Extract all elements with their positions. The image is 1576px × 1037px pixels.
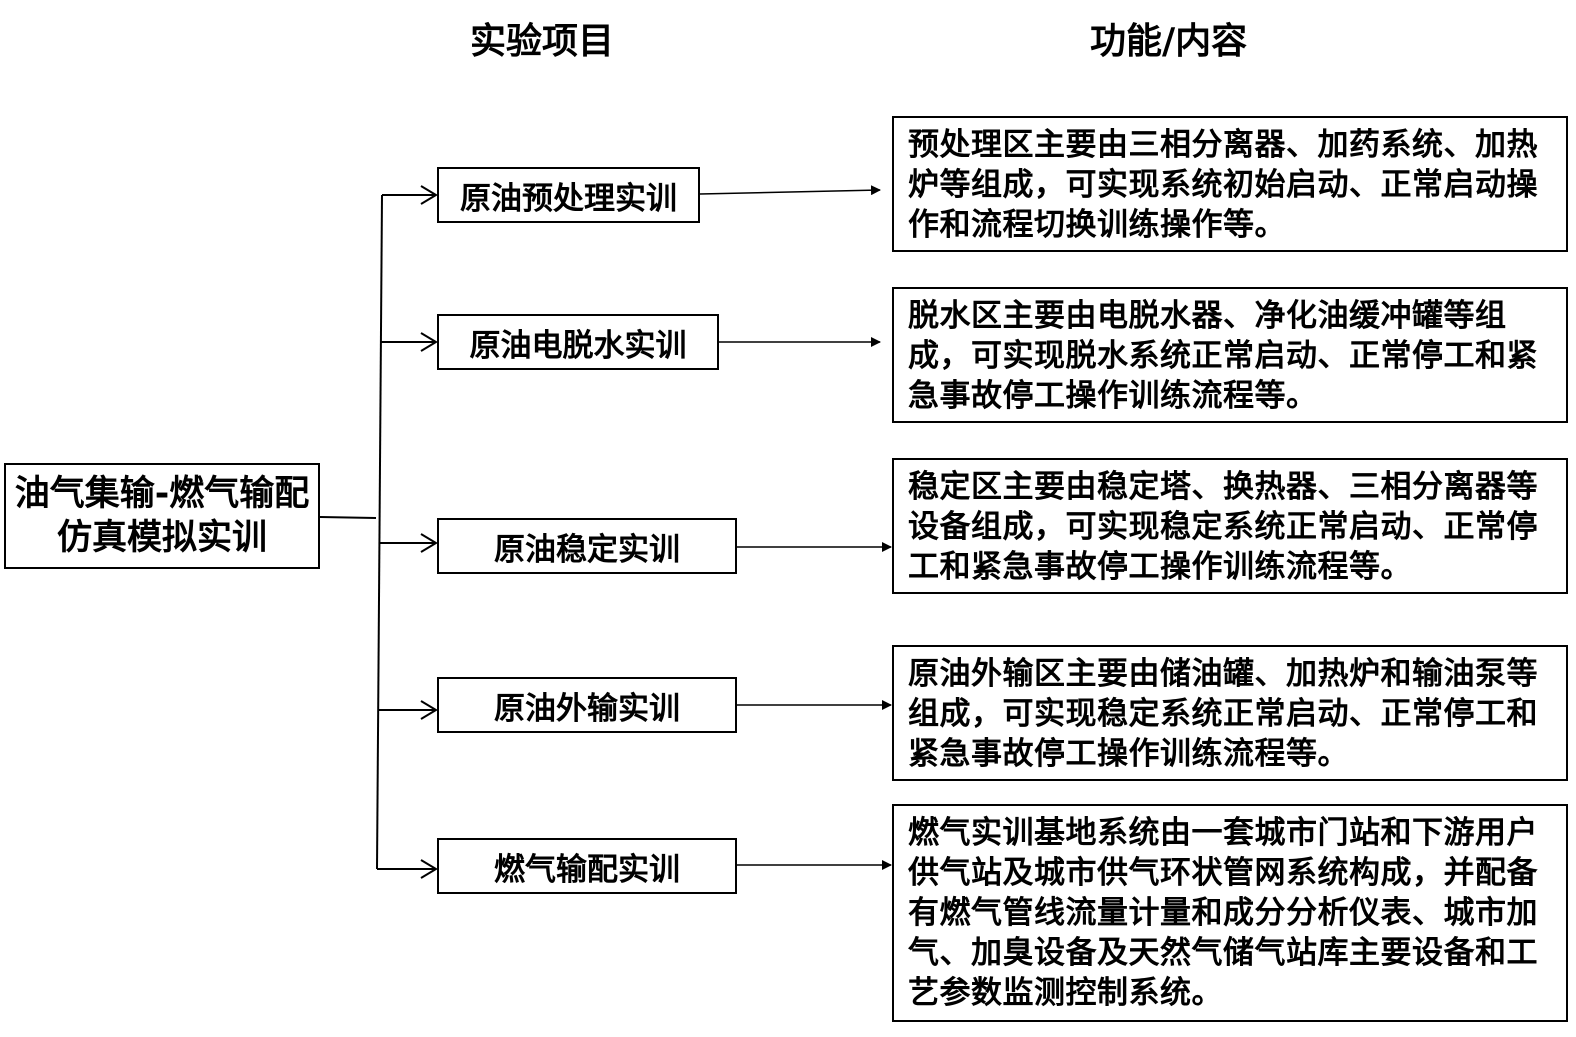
branch-arrow-4 [378, 700, 438, 720]
description-node-2: 脱水区主要由电脱水器、净化油缓冲罐等组成，可实现脱水系统正常启动、正常停工和紧急… [892, 287, 1568, 423]
item-label: 原油外输实训 [494, 690, 680, 727]
branch-arrow-1 [382, 185, 438, 205]
description-text: 脱水区主要由电脱水器、净化油缓冲罐等组成，可实现脱水系统正常启动、正常停工和紧急… [908, 298, 1538, 414]
item-node-2: 原油电脱水实训 [437, 314, 719, 370]
item-node-3: 原油稳定实训 [437, 518, 737, 574]
item-label: 原油稳定实训 [494, 531, 680, 568]
description-text: 稳定区主要由稳定塔、换热器、三相分离器等设备组成，可实现稳定系统正常启动、正常停… [908, 469, 1538, 585]
description-node-5: 燃气实训基地系统由一套城市门站和下游用户供气站及城市供气环状管网系统构成，并配备… [892, 804, 1568, 1022]
item-node-4: 原油外输实训 [437, 677, 737, 733]
item-label: 燃气输配实训 [494, 851, 680, 888]
item-label: 原油预处理实训 [460, 180, 677, 217]
desc-arrow-1 [699, 185, 881, 196]
item-label: 原油电脱水实训 [469, 327, 687, 364]
description-node-1: 预处理区主要由三相分离器、加药系统、加热炉等组成，可实现系统初始启动、正常启动操… [892, 116, 1568, 252]
description-node-3: 稳定区主要由稳定塔、换热器、三相分离器等设备组成，可实现稳定系统正常启动、正常停… [892, 458, 1568, 594]
item-node-1: 原油预处理实训 [437, 167, 700, 223]
description-text: 预处理区主要由三相分离器、加药系统、加热炉等组成，可实现系统初始启动、正常启动操… [908, 127, 1538, 243]
branch-arrow-5 [377, 859, 438, 879]
branch-arrow-2 [381, 332, 438, 352]
item-node-5: 燃气输配实训 [437, 838, 737, 894]
branch-arrow-3 [379, 533, 438, 553]
root-connector [319, 516, 377, 519]
description-text: 燃气实训基地系统由一套城市门站和下游用户供气站及城市供气环状管网系统构成，并配备… [908, 815, 1538, 1011]
header-experiment-items: 实验项目 [470, 21, 615, 62]
description-text: 原油外输区主要由储油罐、加热炉和输油泵等组成，可实现稳定系统正常启动、正常停工和… [908, 656, 1538, 772]
header-function-content: 功能/内容 [1090, 21, 1248, 62]
root-node: 油气集输-燃气输配仿真模拟实训 [4, 463, 320, 569]
trunk-line [376, 194, 383, 870]
description-node-4: 原油外输区主要由储油罐、加热炉和输油泵等组成，可实现稳定系统正常启动、正常停工和… [892, 645, 1568, 781]
root-label: 油气集输-燃气输配仿真模拟实训 [14, 474, 310, 558]
